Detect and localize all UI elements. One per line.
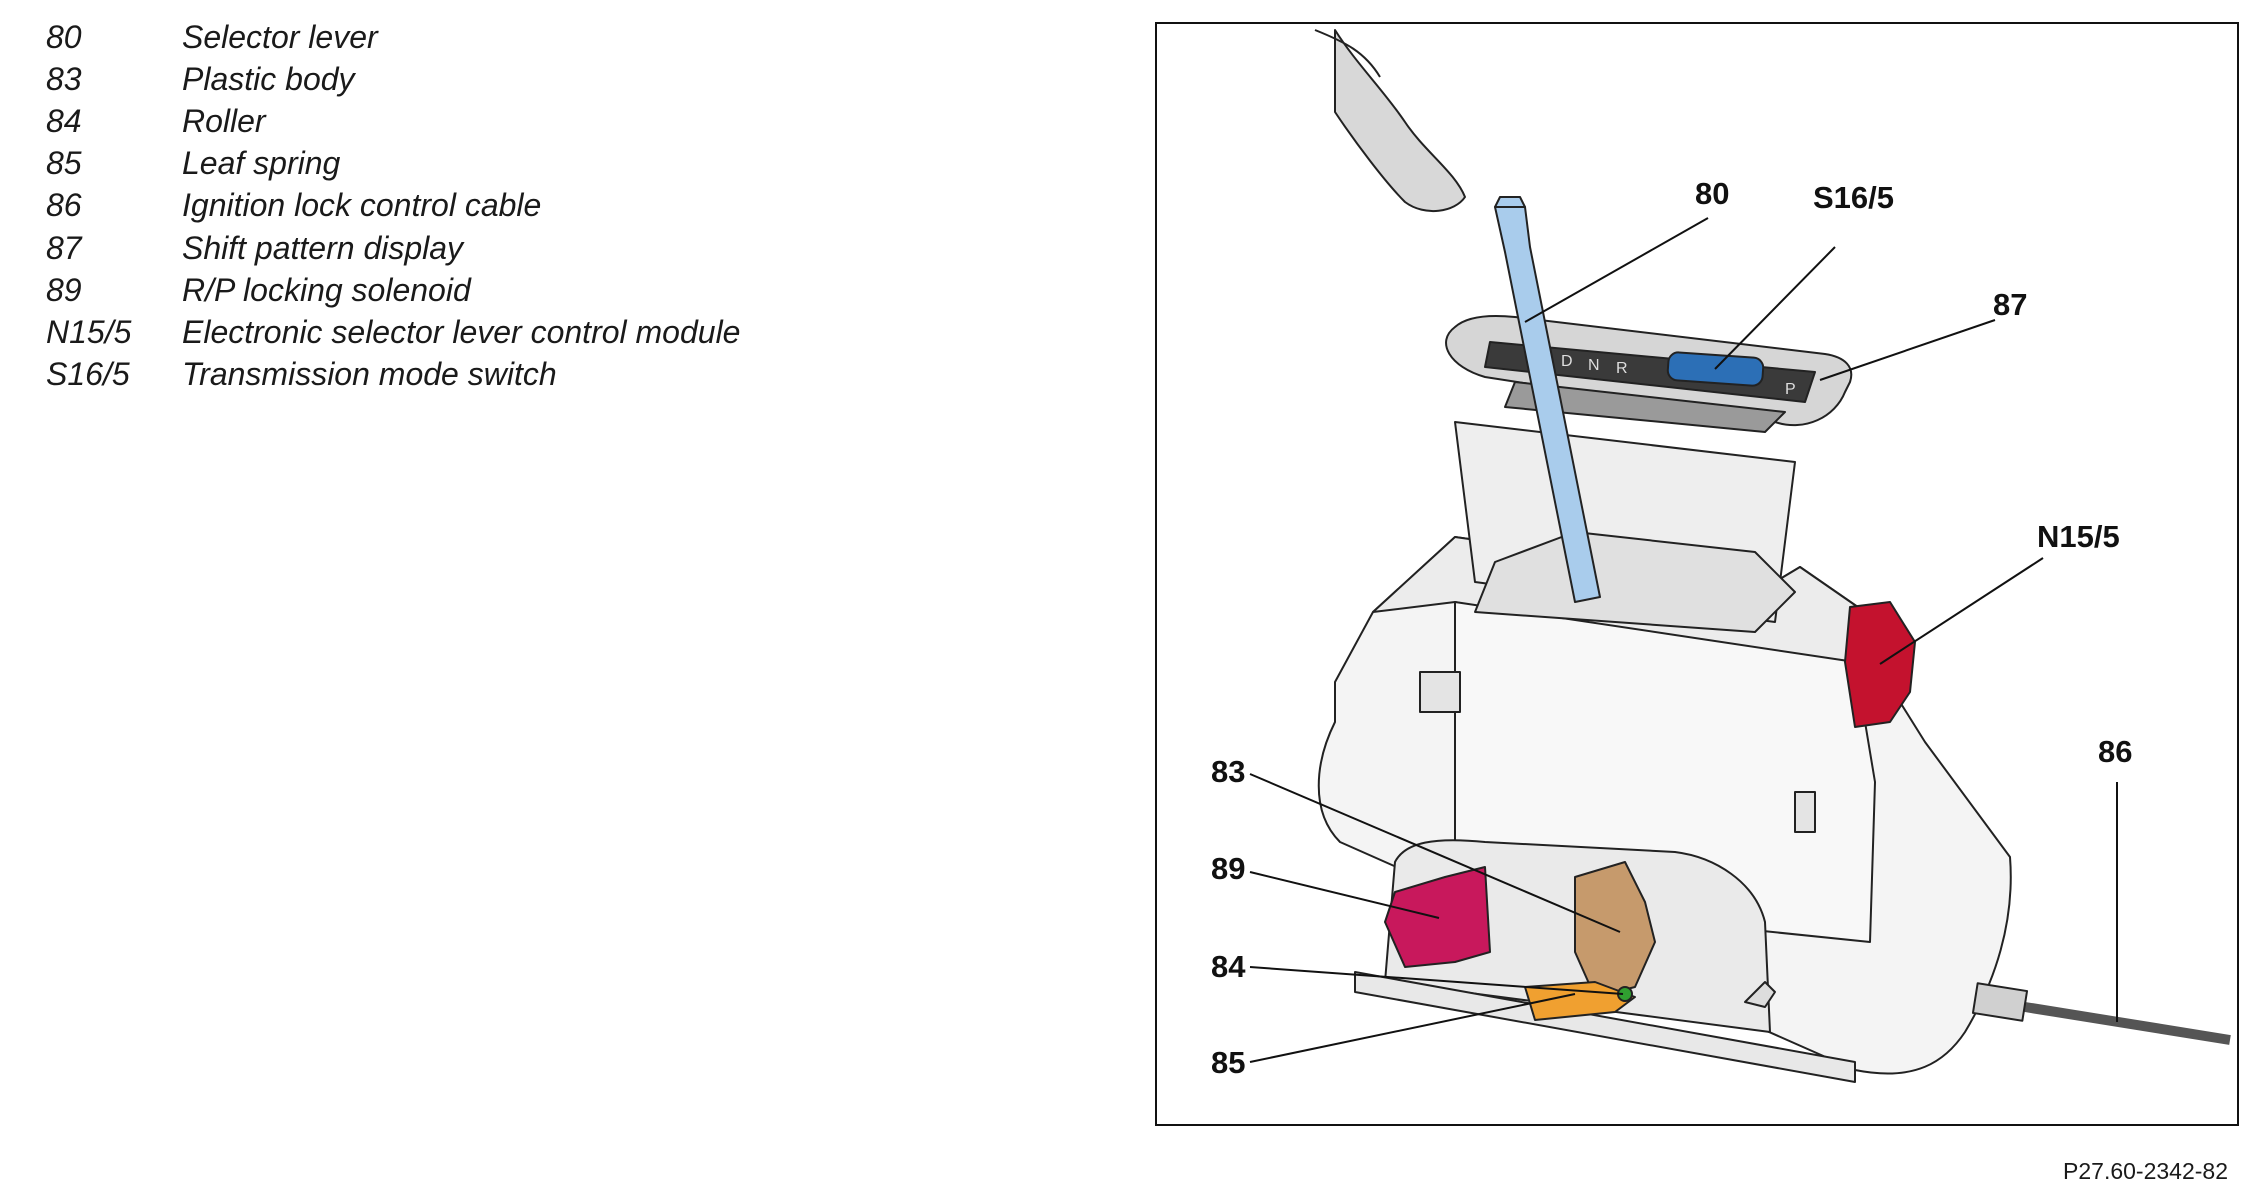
- legend-item: S16/5 Transmission mode switch: [46, 354, 740, 396]
- legend-number: 84: [46, 102, 82, 139]
- callout-leader: [1879, 557, 2044, 665]
- callout-89: 89: [1211, 851, 1245, 886]
- callout-86: 86: [2098, 734, 2132, 769]
- legend-description: Transmission mode switch: [182, 356, 557, 393]
- housing-slot: [1794, 791, 1816, 833]
- callout-s16-5: S16/5: [1813, 180, 1894, 215]
- callout-84: 84: [1211, 949, 1246, 984]
- ignition-lock-control-cable: [2024, 1002, 2231, 1045]
- ignition-lock-control-cable: [1744, 981, 1776, 1008]
- leaf-spring: [1524, 981, 1636, 1021]
- legend-item: 89 R/P locking solenoid: [46, 269, 740, 311]
- legend-item: N15/5 Electronic selector lever control m…: [46, 311, 740, 353]
- shift-gate-slot: [1504, 381, 1786, 433]
- legend-number: 87: [46, 229, 82, 266]
- legend-item: 87 Shift pattern display: [46, 227, 740, 269]
- callout-leader: [1714, 246, 1836, 370]
- callout-leader: [1249, 871, 1440, 919]
- gear-letter-d: D: [1561, 353, 1573, 370]
- gear-letter-n: N: [1588, 357, 1600, 374]
- legend-list: 80 Selector lever 83 Plastic body 84 Roller…: [46, 16, 740, 396]
- legend-item: 86 Ignition lock control cable: [46, 185, 740, 227]
- gear-letter-p: P: [1785, 381, 1796, 398]
- callout-80: 80: [1695, 176, 1729, 211]
- selector-lever: [1494, 196, 1526, 208]
- legend-description: R/P locking solenoid: [182, 271, 471, 308]
- legend-description: Leaf spring: [182, 145, 341, 182]
- callout-leader: [1524, 217, 1709, 323]
- figure-reference: P27.60-2342-82: [2063, 1158, 2228, 1184]
- legend-description: Ignition lock control cable: [182, 187, 542, 224]
- legend-item: 84 Roller: [46, 100, 740, 142]
- legend-number: N15/5: [46, 313, 132, 350]
- legend-number: 83: [46, 60, 82, 97]
- housing-base: [1354, 971, 1856, 1083]
- housing-slot: [1419, 671, 1461, 713]
- hand-illustration: [1334, 29, 1466, 213]
- legend-description: Electronic selector lever control module: [182, 313, 741, 350]
- legend-number: 80: [46, 18, 82, 55]
- legend-number: 86: [46, 187, 82, 224]
- legend-description: Plastic body: [182, 60, 355, 97]
- legend-item: 83 Plastic body: [46, 58, 740, 100]
- callout-n15-5: N15/5: [2037, 519, 2120, 554]
- callout-leader: [1249, 966, 1624, 995]
- gear-selector-assembly-drawing: [1314, 29, 2231, 1083]
- legend-description: Roller: [182, 102, 266, 139]
- legend-number: S16/5: [46, 356, 130, 393]
- gear-letter-r: R: [1616, 360, 1628, 377]
- callout-leader: [1249, 993, 1576, 1063]
- legend-description: Shift pattern display: [182, 229, 464, 266]
- legend-number: 89: [46, 271, 82, 308]
- control-module: [1844, 601, 1916, 728]
- legend-number: 85: [46, 145, 82, 182]
- ignition-cable-connector: [1971, 982, 2029, 1022]
- callout-leader: [1249, 773, 1621, 933]
- callout-83: 83: [1211, 754, 1245, 789]
- hand-illustration: [1314, 29, 1381, 78]
- figure-panel: D N R P 80 S16/5 87 N15/5 86 83 89 84 85: [1155, 22, 2239, 1126]
- legend-item: 80 Selector lever: [46, 16, 740, 58]
- legend-item: 85 Leaf spring: [46, 143, 740, 185]
- callout-85: 85: [1211, 1045, 1245, 1080]
- callout-leader: [1819, 319, 1996, 381]
- callout-87: 87: [1993, 287, 2027, 322]
- legend-description: Selector lever: [182, 18, 378, 55]
